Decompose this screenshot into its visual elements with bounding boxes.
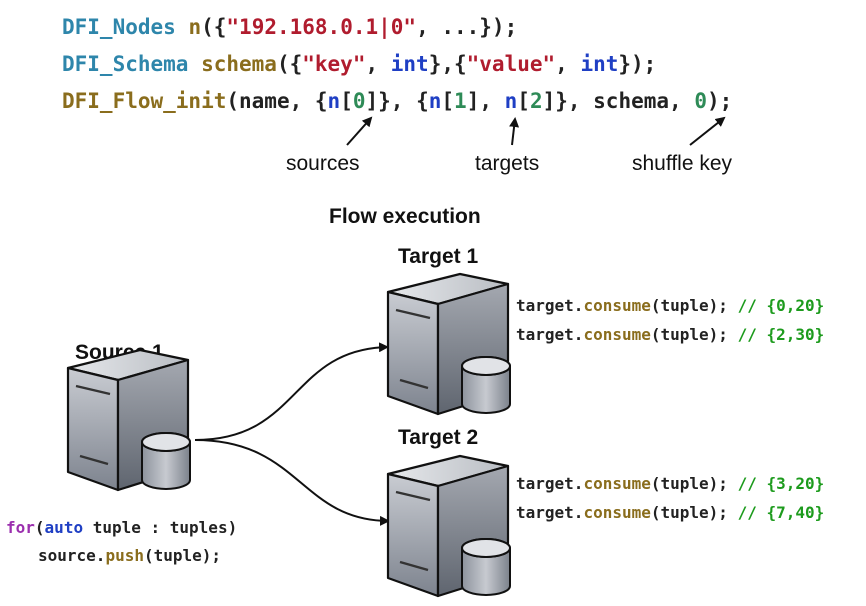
token-plain: tuple : tuples) [83, 518, 238, 537]
target1-code-line2: target.consume(tuple); // {2,30} [516, 325, 824, 344]
target1-server-icon [386, 272, 512, 416]
token-plain: target. [516, 503, 584, 522]
token-plain: , ...}); [416, 15, 518, 39]
token-plain: ]}, { [365, 89, 429, 113]
flow-execution-title: Flow execution [329, 205, 481, 228]
token-plain: (tuple); [650, 503, 738, 522]
token-var: n [327, 89, 341, 113]
token-string: "key" [302, 52, 366, 76]
token-comment: // {2,30} [737, 325, 825, 344]
token-plain: [ [517, 89, 530, 113]
annotation-sources: sources [286, 152, 360, 175]
token-method: consume [583, 474, 651, 493]
target1-label: Target 1 [398, 245, 479, 268]
token-fn: DFI_Schema [62, 52, 189, 76]
token-plain: }); [618, 52, 657, 76]
token-plain: ({ [201, 15, 227, 39]
token-string: "value" [466, 52, 556, 76]
token-plain: [ [441, 89, 455, 113]
token-method: n [188, 15, 202, 39]
token-number: 1 [454, 89, 467, 113]
token-plain: },{ [428, 52, 467, 76]
token-var: n [504, 89, 518, 113]
token-var: n [428, 89, 442, 113]
token-keyword: int [390, 52, 429, 76]
token-number: 0 [694, 89, 707, 113]
token-plain: target. [516, 474, 584, 493]
token-fn: DFI_Flow_init [62, 89, 227, 113]
token-method: schema [201, 52, 277, 76]
token-plain: target. [516, 296, 584, 315]
arrow-sources [346, 116, 373, 146]
token-plain: ]}, schema, [542, 89, 695, 113]
annotation-shuffle-key: shuffle key [632, 152, 733, 175]
token-comment: // {0,20} [737, 296, 825, 315]
token-plain: ({ [276, 52, 303, 76]
token-plain: ); [706, 89, 733, 113]
target1-code-line1: target.consume(tuple); // {0,20} [516, 296, 824, 315]
token-comment: // {3,20} [737, 474, 825, 493]
code-line-schema: DFI_Schema schema({"key", int},{"value",… [62, 52, 656, 76]
token-number: 2 [529, 89, 543, 113]
token-plain: target. [516, 325, 584, 344]
token-plain: ], [466, 89, 505, 113]
token-plain: (tuple); [143, 546, 222, 565]
target2-code-line2: target.consume(tuple); // {7,40} [516, 503, 824, 522]
token-keyword: auto [44, 518, 84, 537]
target2-server-icon [386, 454, 512, 598]
token-plain: , [555, 52, 581, 76]
code-line-flow-init: DFI_Flow_init(name, {n[0]}, {n[1], n[2]}… [62, 89, 732, 113]
token-method: push [105, 546, 144, 565]
token-plain: (tuple); [650, 296, 738, 315]
arrow-targets [509, 117, 520, 146]
target2-code-line1: target.consume(tuple); // {3,20} [516, 474, 824, 493]
token-method: consume [583, 325, 651, 344]
source1-server-icon [66, 348, 192, 492]
target2-label: Target 2 [398, 426, 479, 449]
token-keyword: for [6, 518, 35, 537]
token-plain: [ [340, 89, 353, 113]
token-fn: DFI_Nodes [62, 15, 176, 39]
token-plain: (tuple); [650, 474, 738, 493]
flow-arrow-target1 [194, 342, 389, 441]
token-plain: , [365, 52, 391, 76]
token-comment: // {7,40} [737, 503, 825, 522]
source-code-line2: source.push(tuple); [38, 546, 221, 565]
token-plain: (tuple); [650, 325, 738, 344]
token-method: consume [583, 503, 651, 522]
source-code-line1: for(auto tuple : tuples) [6, 518, 237, 537]
token-keyword: int [580, 52, 619, 76]
token-plain: (name, { [226, 89, 328, 113]
token-plain: ( [34, 518, 45, 537]
annotation-targets: targets [475, 152, 540, 175]
flow-arrow-target2 [194, 439, 390, 526]
token-number: 0 [352, 89, 366, 113]
token-string: "192.168.0.1|0" [226, 15, 417, 39]
code-line-nodes: DFI_Nodes n({"192.168.0.1|0", ...}); [62, 15, 517, 39]
arrow-shuffle-key [689, 116, 726, 146]
token-plain: source. [38, 546, 106, 565]
token-method: consume [583, 296, 651, 315]
